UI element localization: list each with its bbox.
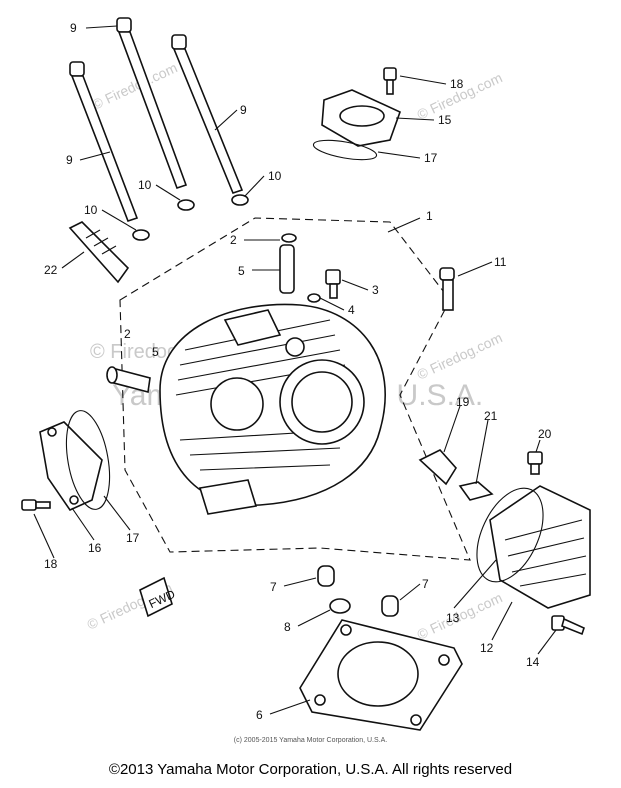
head-bolt xyxy=(116,17,188,190)
callout-8: 8 xyxy=(284,620,291,634)
o-ring-right xyxy=(476,487,544,583)
head-gasket xyxy=(299,619,463,731)
spark-plug xyxy=(68,221,130,284)
tappet-cover-right xyxy=(489,485,591,609)
side-cover-left xyxy=(39,421,103,512)
leader-lines xyxy=(33,25,557,715)
washer-8 xyxy=(329,598,351,614)
callout-17: 17 xyxy=(126,531,140,545)
head-bolt xyxy=(69,61,139,223)
stud-bolt xyxy=(439,267,455,311)
callout-22: 22 xyxy=(44,263,58,277)
callout-10: 10 xyxy=(268,169,282,183)
callout-12: 12 xyxy=(480,641,494,655)
callout-7: 7 xyxy=(422,577,429,591)
small-washer xyxy=(307,293,321,303)
callout-16: 16 xyxy=(88,541,102,555)
callout-13: 13 xyxy=(446,611,460,625)
callout-6: 6 xyxy=(256,708,263,722)
fwd-tag: FWD xyxy=(139,576,178,618)
callout-4: 4 xyxy=(348,303,355,317)
callout-18: 18 xyxy=(450,77,464,91)
callout-1: 1 xyxy=(426,209,433,223)
watermark-repeat: © Firedog.com xyxy=(415,589,505,642)
callout-2: 2 xyxy=(230,233,237,247)
callout-9: 9 xyxy=(66,153,73,167)
callouts: 1 2 2 3 4 5 5 6 7 7 8 9 9 9 10 10 10 11 … xyxy=(44,21,552,722)
washer xyxy=(231,194,249,206)
washer xyxy=(132,229,150,241)
watermark-repeat: © Firedog.com xyxy=(415,329,505,382)
washer xyxy=(177,199,195,211)
valve-guide xyxy=(279,244,295,294)
head-bolt xyxy=(171,34,244,194)
callout-9: 9 xyxy=(70,21,77,35)
guide-clip xyxy=(281,233,297,243)
callout-18: 18 xyxy=(44,557,58,571)
small-bolt xyxy=(325,269,341,299)
dowel-pin xyxy=(317,565,335,587)
callout-21: 21 xyxy=(484,409,498,423)
bracket xyxy=(458,481,494,501)
callout-3: 3 xyxy=(372,283,379,297)
o-ring-left xyxy=(65,410,111,510)
callout-15: 15 xyxy=(438,113,452,127)
callout-17: 17 xyxy=(424,151,438,165)
screw-left xyxy=(21,499,51,511)
bolt-20 xyxy=(527,451,543,475)
callout-14: 14 xyxy=(526,655,540,669)
callout-20: 20 xyxy=(538,427,552,441)
cylinder-head xyxy=(159,303,386,515)
callout-9: 9 xyxy=(240,103,247,117)
clip xyxy=(418,449,457,486)
dowel-pin xyxy=(381,595,399,617)
callout-7: 7 xyxy=(270,580,277,594)
callout-5: 5 xyxy=(152,345,159,359)
o-ring-top xyxy=(312,139,378,161)
callout-10: 10 xyxy=(138,178,152,192)
callout-19: 19 xyxy=(456,395,470,409)
inner-copyright: (c) 2005-2015 Yamaha Motor Corporation, … xyxy=(233,737,388,744)
callout-11: 11 xyxy=(494,255,507,269)
callout-5: 5 xyxy=(238,264,245,278)
callout-10: 10 xyxy=(84,203,98,217)
screw-top xyxy=(383,67,397,95)
bolt-14 xyxy=(551,615,585,636)
tappet-cover-top xyxy=(321,89,402,147)
valve-guide-left xyxy=(106,366,151,394)
callout-2: 2 xyxy=(124,327,131,341)
head-group-outline xyxy=(119,217,471,561)
footer-copyright: ©2013 Yamaha Motor Corporation, U.S.A. A… xyxy=(108,761,513,778)
